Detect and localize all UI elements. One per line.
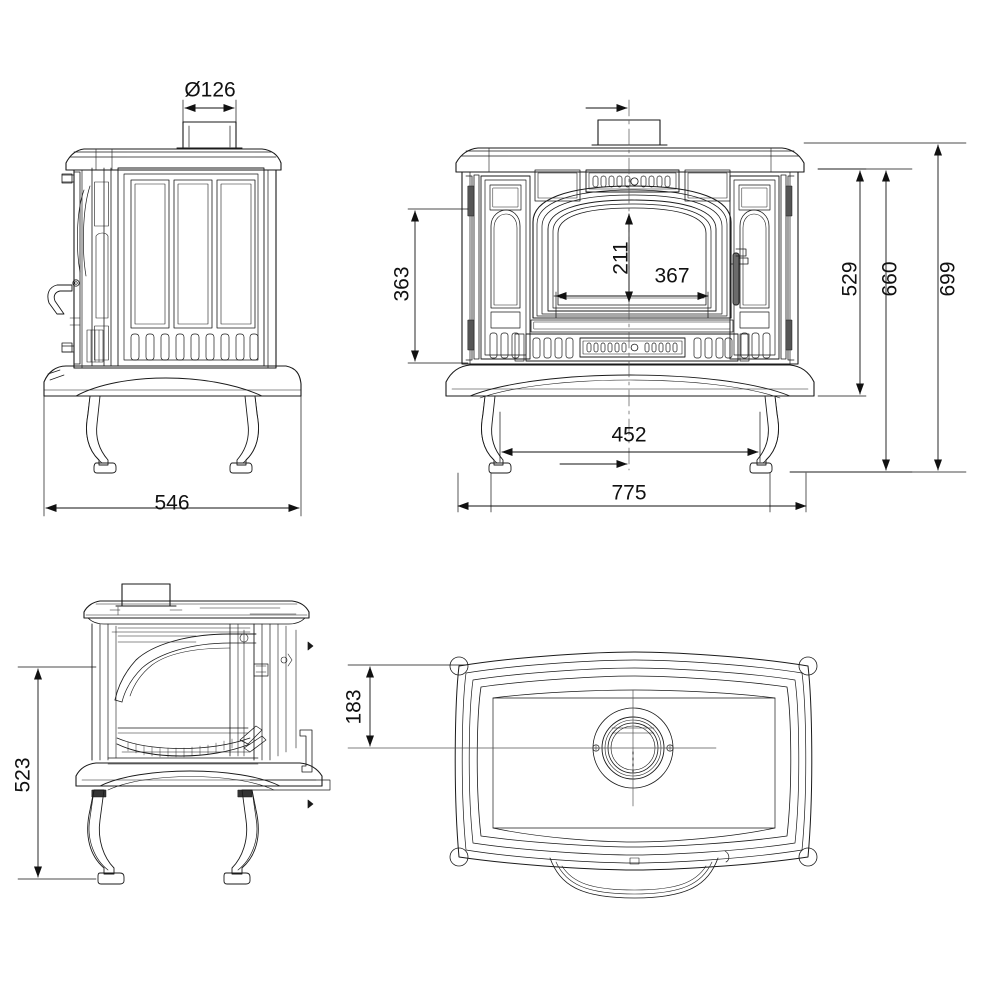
section-view — [75, 583, 331, 885]
top-outer-rim — [454, 651, 813, 871]
side-flue-collar — [176, 121, 243, 149]
side-view — [43, 121, 302, 474]
dim-overall-height: 699 — [937, 261, 960, 296]
front-base — [445, 364, 815, 399]
side-view-dimensions — [43, 99, 302, 517]
dim-firebox-height: 211 — [610, 241, 633, 274]
section-ashpan — [107, 751, 259, 765]
top-inner-field — [492, 689, 776, 843]
dim-door-top-height: 363 — [391, 266, 414, 301]
section-handle[interactable] — [299, 729, 313, 773]
side-front-trim — [91, 167, 112, 367]
front-legs — [481, 395, 779, 474]
dim-firebox-width: 367 — [654, 265, 689, 288]
dim-body-height: 529 — [839, 261, 862, 296]
side-base — [43, 365, 302, 397]
side-body — [73, 169, 277, 369]
dim-flue-offset: 183 — [343, 689, 366, 724]
side-panel-assembly — [117, 167, 265, 367]
section-detail-markers — [307, 641, 314, 809]
section-top-plate — [83, 600, 310, 625]
dim-side-width: 546 — [154, 492, 189, 515]
dim-leg-spacing: 452 — [611, 424, 646, 447]
section-base — [75, 762, 331, 798]
top-view-dimensions — [347, 664, 467, 747]
section-grate — [116, 725, 267, 758]
front-view-dimension-labels: 363 211 367 529 660 699 452 775 — [391, 241, 960, 504]
top-view-dimension-labels: 183 — [343, 689, 366, 724]
dim-height-to-top: 660 — [879, 261, 902, 296]
side-view-dimension-labels: Ø126 546 — [154, 79, 235, 515]
front-right-side-panel — [729, 174, 795, 361]
front-firebox-door — [532, 185, 749, 319]
section-legs — [87, 789, 259, 885]
section-view-dimensions — [17, 666, 97, 880]
dim-flue-diameter: Ø126 — [184, 79, 235, 102]
front-left-side-panel — [465, 174, 531, 361]
front-flue-collar — [591, 119, 668, 146]
front-view — [445, 99, 815, 474]
section-baffle — [111, 627, 257, 703]
top-front-lip — [549, 850, 730, 899]
front-upper-grille — [585, 169, 680, 193]
section-view-dimension-labels: 523 — [12, 757, 35, 792]
side-legs — [86, 395, 259, 474]
side-door-hardware — [47, 171, 104, 365]
dim-section-height: 523 — [12, 757, 35, 792]
front-lower-door — [514, 319, 750, 362]
section-flue-stub — [115, 583, 177, 607]
section-door-column — [229, 623, 293, 757]
top-corner-bosses — [449, 656, 818, 867]
top-view — [347, 651, 818, 899]
section-walls — [91, 623, 297, 761]
front-view-dimensions — [407, 104, 967, 513]
side-vent-slots — [130, 333, 259, 361]
dim-overall-width: 775 — [611, 482, 646, 505]
front-top-plate — [455, 147, 805, 173]
front-door-handle[interactable] — [730, 248, 749, 306]
side-top-plate — [65, 148, 282, 171]
